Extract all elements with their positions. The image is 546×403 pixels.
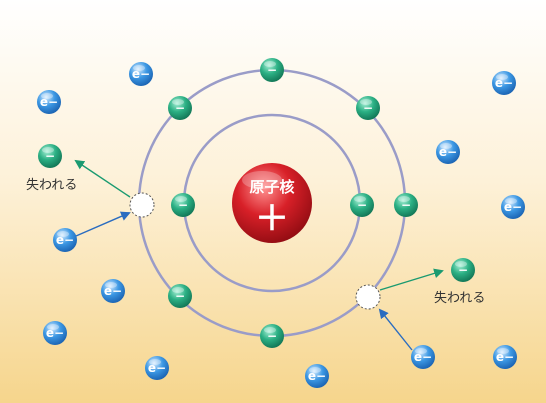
bound-electron: − <box>260 58 284 82</box>
nucleus-label: 原子核 <box>249 178 294 196</box>
free-electron-symbol: e− <box>496 350 514 364</box>
free-electron-symbol: e− <box>104 284 122 298</box>
free-electron-symbol: e− <box>40 95 58 109</box>
nucleus-charge: ＋ <box>255 199 289 239</box>
free-electron: e− <box>305 364 329 388</box>
bound-electron-symbol: − <box>178 198 188 212</box>
free-electron: e− <box>129 62 153 86</box>
bound-electron: − <box>394 193 418 217</box>
arrow-lost-right <box>379 268 444 291</box>
arrow-incoming-right <box>378 308 413 351</box>
bound-electron-symbol: − <box>267 329 277 343</box>
bound-electron: − <box>451 258 475 282</box>
free-electron-symbol: e− <box>148 361 166 375</box>
bound-electron: − <box>168 96 192 120</box>
bound-electron-symbol: − <box>458 263 468 277</box>
electron-vacancy-left <box>129 192 155 218</box>
free-electron-symbol: e− <box>414 350 432 364</box>
free-electron-symbol: e− <box>439 145 457 159</box>
free-electron: e− <box>145 356 169 380</box>
bound-electron: − <box>168 284 192 308</box>
free-electron: e− <box>43 321 67 345</box>
bound-electron-symbol: − <box>45 149 55 163</box>
arrow-lost-left <box>74 159 131 198</box>
free-electron: e− <box>436 140 460 164</box>
free-electron-symbol: e− <box>132 67 150 81</box>
arrow-incoming-left <box>75 211 131 237</box>
nucleus: 原子核 ＋ <box>232 163 312 243</box>
bound-electron-symbol: − <box>175 289 185 303</box>
free-electron-symbol: e− <box>495 76 513 90</box>
free-electron-symbol: e− <box>46 326 64 340</box>
free-electron: e− <box>492 71 516 95</box>
free-electron: e− <box>493 345 517 369</box>
free-electron: e− <box>411 345 435 369</box>
free-electron-symbol: e− <box>308 369 326 383</box>
electron-vacancy-right <box>355 284 381 310</box>
free-electron: e− <box>501 195 525 219</box>
free-electron: e− <box>37 90 61 114</box>
bound-electron: − <box>260 324 284 348</box>
lost-label-left: 失われる <box>26 178 77 193</box>
free-electron-symbol: e− <box>56 233 74 247</box>
electrons: − − − − − − − − − − e− e− e− e− e− e− e− e− e− e− e− e− <box>37 58 525 388</box>
free-electron-symbol: e− <box>504 200 522 214</box>
lost-label-right: 失われる <box>434 291 485 306</box>
bound-electron-symbol: − <box>267 63 277 77</box>
bound-electron: − <box>171 193 195 217</box>
free-electron: e− <box>101 279 125 303</box>
bound-electron: − <box>38 144 62 168</box>
bound-electron-symbol: − <box>363 101 373 115</box>
bound-electron-symbol: − <box>175 101 185 115</box>
bound-electron: − <box>350 193 374 217</box>
bound-electron: − <box>356 96 380 120</box>
bound-electron-symbol: − <box>357 198 367 212</box>
free-electron: e− <box>53 228 77 252</box>
bound-electron-symbol: − <box>401 198 411 212</box>
